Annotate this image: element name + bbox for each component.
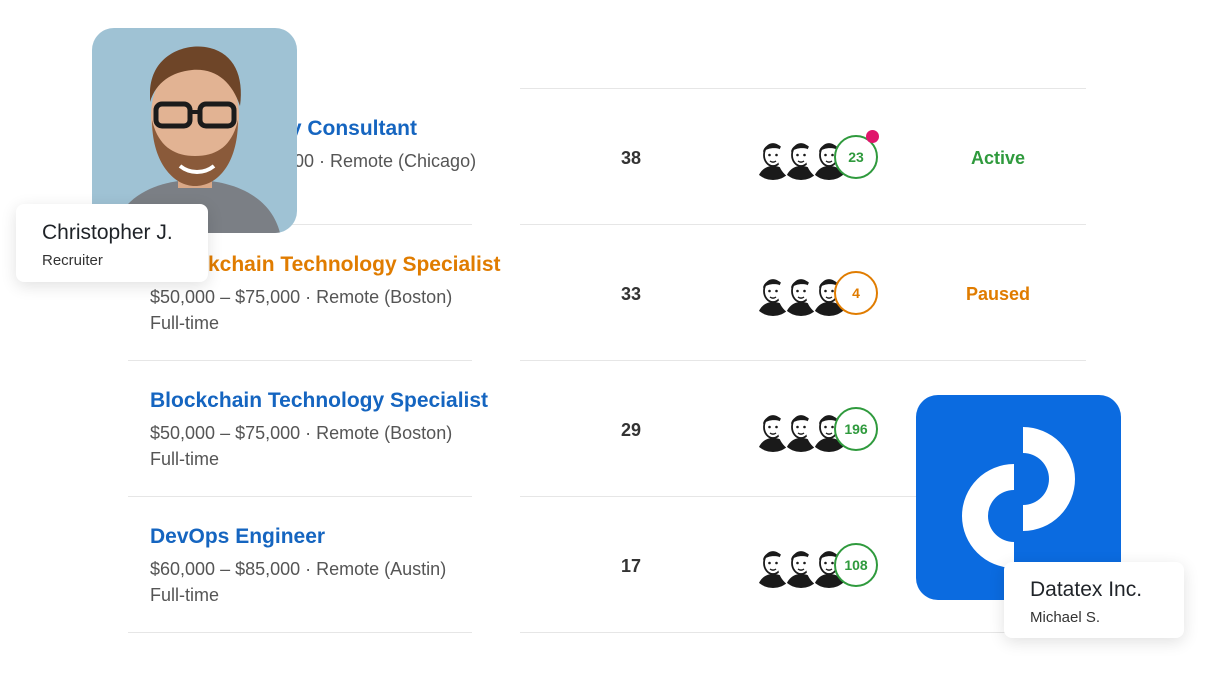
recruiter-role: Recruiter: [42, 252, 103, 269]
applicant-avatars[interactable]: 23: [750, 130, 880, 181]
row-divider: [128, 496, 472, 497]
job-title-link[interactable]: Blockchain Technology Specialist: [150, 389, 489, 412]
applicant-count: 33: [620, 284, 642, 304]
job-title-link[interactable]: DevOps Engineer: [150, 525, 326, 548]
recruiter-card[interactable]: Christopher J. Recruiter: [16, 204, 208, 282]
applicant-badge[interactable]: 4: [834, 271, 878, 315]
applicant-badge[interactable]: 196: [834, 407, 878, 451]
job-salary-location: 00 · Remote (Chicago): [294, 151, 477, 171]
applicant-avatars[interactable]: 196: [750, 407, 880, 453]
job-salary-location: $50,000 – $75,000 · Remote (Boston): [150, 423, 453, 443]
applicant-count: 29: [620, 420, 642, 440]
row-divider: [520, 360, 1086, 361]
table-row[interactable]: kchain Technology Specialist $50,000 – $…: [128, 225, 1086, 361]
status-badge: Paused: [965, 284, 1031, 304]
job-type: Full-time: [150, 449, 220, 469]
company-name: Datatex Inc.: [1030, 578, 1143, 601]
table-row[interactable]: DevOps Engineer $60,000 – $85,000 · Remo…: [128, 497, 1086, 633]
applicant-count: 38: [620, 148, 642, 168]
job-type: Full-time: [150, 313, 220, 333]
job-title-link[interactable]: kchain Technology Specialist: [208, 253, 501, 276]
table-row[interactable]: urity Consultant 00 · Remote (Chicago) 3…: [128, 89, 1086, 225]
row-divider: [520, 496, 1086, 497]
applicant-count: 17: [620, 556, 642, 576]
recruiter-name: Christopher J.: [42, 221, 173, 244]
applicant-avatars[interactable]: 108: [750, 543, 880, 589]
company-card[interactable]: Datatex Inc. Michael S.: [1004, 562, 1184, 638]
applicant-avatars[interactable]: 4: [750, 271, 880, 317]
applicant-badge[interactable]: 108: [834, 543, 878, 587]
person-photo-icon: [92, 28, 297, 233]
job-salary-location: $50,000 – $75,000 · Remote (Boston): [150, 287, 453, 307]
row-divider: [128, 224, 472, 225]
company-contact: Michael S.: [1030, 609, 1101, 626]
job-salary-location: $60,000 – $85,000 · Remote (Austin): [150, 559, 447, 579]
notification-dot: [866, 130, 879, 143]
job-type: Full-time: [150, 585, 220, 605]
row-divider: [520, 224, 1086, 225]
table-row[interactable]: Blockchain Technology Specialist $50,000…: [128, 361, 1086, 497]
row-divider: [520, 88, 1086, 89]
row-divider: [128, 632, 472, 633]
row-divider: [520, 632, 1086, 633]
row-divider: [128, 360, 472, 361]
status-badge: Active: [970, 148, 1026, 168]
